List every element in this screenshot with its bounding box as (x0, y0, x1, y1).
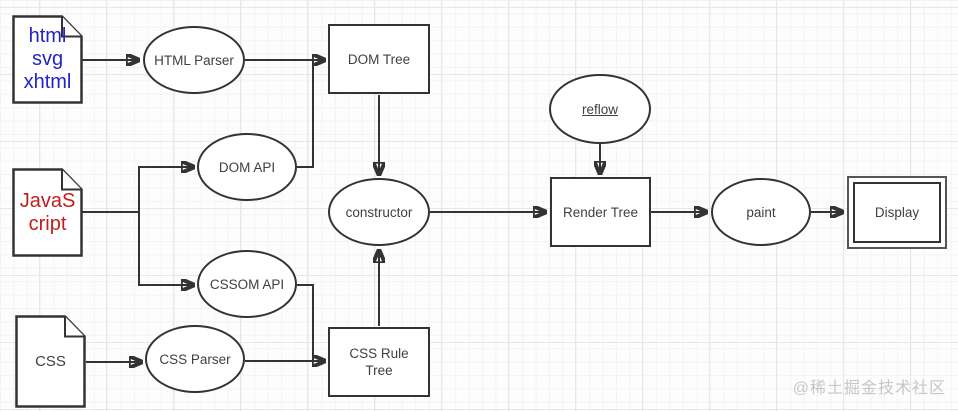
edge-js-doc-to-cssom-api (138, 212, 194, 285)
document-shape (15, 315, 86, 408)
node-label: JavaS cript (12, 168, 83, 257)
node-constructor: constructor (328, 178, 430, 246)
doc-line: CSS (35, 353, 66, 370)
node-label: html svg xhtml (12, 15, 83, 104)
node-css-parser: CSS Parser (145, 325, 245, 393)
folded-corner (61, 16, 82, 38)
node-reflow: reflow (549, 74, 651, 144)
node-label: Display (874, 205, 920, 220)
document-shape (12, 168, 83, 257)
node-label: paint (746, 204, 776, 220)
edge-cssom-api-to-css-rule-tree (297, 284, 314, 360)
node-label: CSSOM API (209, 276, 285, 292)
doc-line: html (28, 25, 67, 47)
label-line: CSS Rule (349, 346, 409, 361)
node-label: DOM API (218, 159, 276, 175)
edge-js-doc-to-dom-api (138, 167, 194, 212)
node-label: HTML Parser (154, 52, 234, 68)
node-cssom-api: CSSOM API (197, 250, 297, 318)
node-label: DOM Tree (347, 51, 411, 67)
doc-line: cript (28, 212, 67, 235)
label-line: Tree (365, 363, 393, 378)
node-display: Display (847, 176, 947, 249)
node-label: CSS Rule Tree (349, 345, 408, 379)
node-dom-tree: DOM Tree (328, 24, 430, 94)
doc-line: JavaS (19, 189, 76, 212)
node-html-parser: HTML Parser (143, 26, 245, 94)
node-css-rule-tree: CSS Rule Tree (328, 327, 430, 397)
node-javascript-doc: JavaS cript (12, 168, 83, 257)
node-render-tree: Render Tree (550, 177, 651, 247)
edge-dom-api-to-dom-tree (297, 61, 314, 168)
node-label: reflow (581, 101, 618, 117)
node-label: Render Tree (562, 204, 639, 220)
node-label: constructor (345, 204, 413, 220)
node-html-doc: html svg xhtml (12, 15, 83, 104)
folded-corner (61, 169, 82, 191)
doc-line: xhtml (23, 71, 72, 93)
display-inner-frame: Display (853, 182, 941, 243)
watermark: @稀土掘金技术社区 (792, 380, 946, 397)
node-css-doc: CSS (15, 315, 86, 408)
node-paint: paint (711, 178, 811, 246)
folded-corner (64, 316, 85, 338)
node-label: CSS (15, 315, 86, 408)
doc-line: svg (31, 48, 64, 70)
node-label: CSS Parser (159, 351, 231, 367)
node-dom-api: DOM API (197, 133, 297, 201)
document-shape (12, 15, 83, 104)
